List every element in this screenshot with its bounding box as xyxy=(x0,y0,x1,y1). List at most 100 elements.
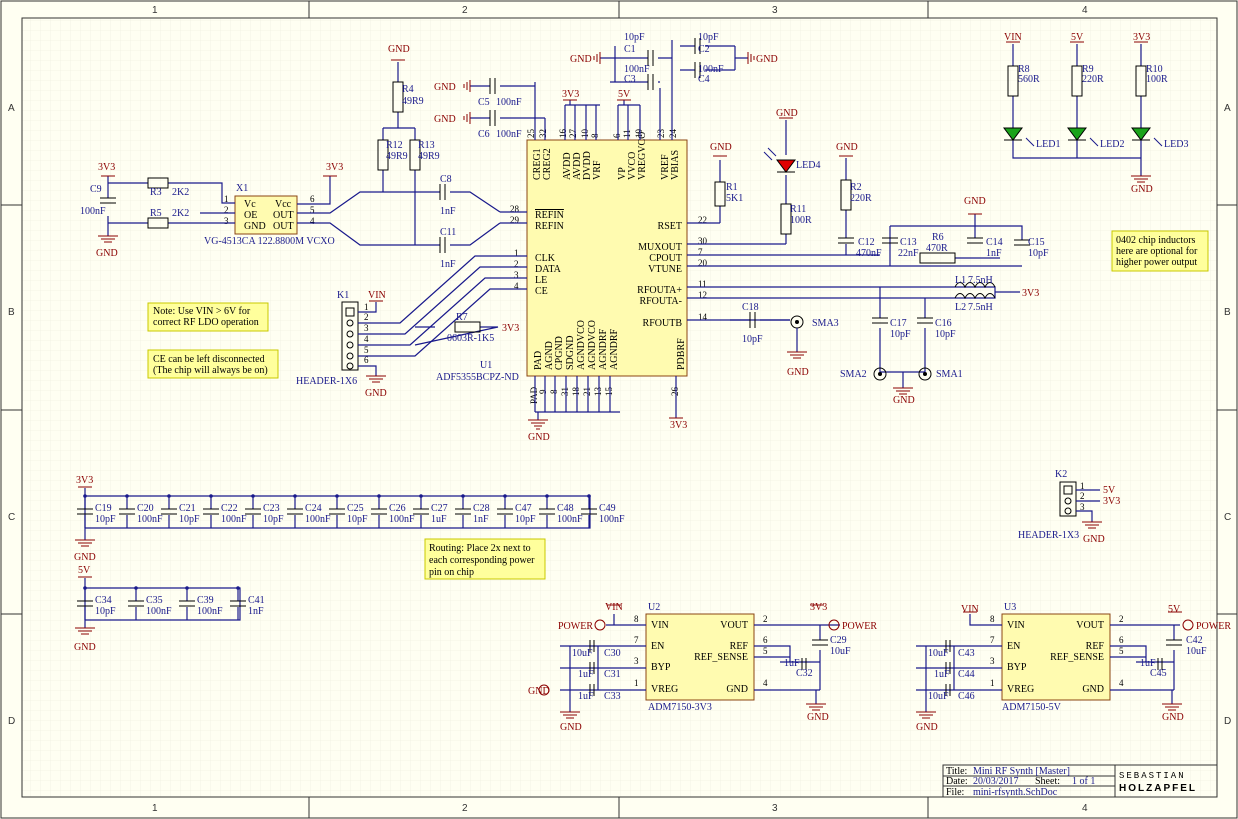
note-inductor-line1: 0402 chip inductors xyxy=(1116,235,1196,246)
cap-value: 100nF xyxy=(389,514,415,525)
note-inductor-line3: higher power output xyxy=(1116,257,1197,268)
cap-ref: C26 xyxy=(389,503,406,514)
row-c-left: C xyxy=(8,512,15,523)
l1-ref: L1 xyxy=(955,275,966,286)
u1-num-8b: 8 xyxy=(549,389,559,394)
u1-bottom-pin-numbers: PAD 9 8 31 18 21 13 15 26 xyxy=(529,386,680,404)
c13-value: 22nF xyxy=(898,248,919,259)
u1-pin-pdbrf: PDBRF xyxy=(676,338,687,370)
r9-value: 220R xyxy=(1082,74,1104,85)
u3-pin-numbers: 8 7 3 1 2 6 5 4 xyxy=(990,614,1124,688)
k1-wiring xyxy=(358,255,500,376)
k1-num-1: 1 xyxy=(364,302,369,312)
r2-ref: R2 xyxy=(850,182,862,193)
date-value: 20/03/2017 xyxy=(973,776,1019,787)
u1-pin-rset: RSET xyxy=(658,221,682,232)
u1-top-pins: CREG1 CREG2 AVDD AVDD DVDD VRF VP VVCO V… xyxy=(532,132,681,180)
u1-top-pin-numbers: 25 32 16 27 10 8 6 11 19 23 24 xyxy=(526,129,678,139)
x1-chip-body[interactable] xyxy=(234,195,298,235)
col-3-top: 3 xyxy=(772,5,778,16)
note-ce: CE can be left disconnected (The chip wi… xyxy=(147,349,279,379)
c16-ref: C16 xyxy=(935,318,952,329)
u3-num-4: 4 xyxy=(1119,678,1124,688)
k1-num-3: 3 xyxy=(364,323,369,333)
u1-num-22: 22 xyxy=(698,215,707,225)
x1-ref: X1 xyxy=(236,183,248,194)
u3-num-5: 5 xyxy=(1119,646,1124,656)
col-2-bottom: 2 xyxy=(462,803,468,814)
k2-gnd-label: GND xyxy=(1083,534,1105,545)
x1-pin-gnd: GND xyxy=(244,221,266,232)
x1-pins: Vc OE GND Vcc OUT OUT xyxy=(244,199,294,232)
u2-gnd-label: GND xyxy=(560,722,582,733)
r10-ref: R10 xyxy=(1146,64,1163,75)
cap-value: 10pF xyxy=(347,514,368,525)
c44-ref: C44 xyxy=(958,669,975,680)
u1-chip-body[interactable] xyxy=(526,139,688,377)
cap-ref: C27 xyxy=(431,503,448,514)
c18-ref: C18 xyxy=(742,302,759,313)
rset-muxout-block: GND GND R1 5K1 R11 100R LED4 xyxy=(710,108,820,244)
u1-pin-dvdd: DVDD xyxy=(582,151,593,180)
u1-5v-label: 5V xyxy=(618,89,631,100)
c16-value: 10pF xyxy=(935,329,956,340)
u1-pin-rfouta-n: RFOUTA- xyxy=(639,296,682,307)
c3-ref: C3 xyxy=(624,74,636,85)
r6-ref: R6 xyxy=(932,232,944,243)
c6-gnd-label: GND xyxy=(434,114,456,125)
bank5v-label: 5V xyxy=(78,565,91,576)
cap-value: 100nF xyxy=(599,514,625,525)
l1-value: 7.5nH xyxy=(968,275,993,286)
c14-ref: C14 xyxy=(986,237,1003,248)
led1-ref: LED1 xyxy=(1036,139,1060,150)
u2-part: ADM7150-3V3 xyxy=(648,702,712,713)
u1-pin-agndvco1: AGNDVCO xyxy=(576,320,587,370)
k2-body[interactable] xyxy=(1059,481,1077,517)
cap-ref: C48 xyxy=(557,503,574,514)
c2-gnd-label: GND xyxy=(756,54,778,65)
r4-ref: R4 xyxy=(402,84,414,95)
r13-ref: R13 xyxy=(418,140,435,151)
c46-value: 10uF xyxy=(928,691,949,702)
k1-num-5: 5 xyxy=(364,345,369,355)
r10-3v3-label: 3V3 xyxy=(1133,32,1150,43)
u2-power-in-label: POWER xyxy=(558,621,593,632)
cap-value: 100nF xyxy=(146,606,172,617)
c44-value: 1uF xyxy=(934,669,950,680)
r2-value: 220R xyxy=(850,193,872,204)
x1-num-1: 1 xyxy=(224,194,229,204)
k2-num-3: 3 xyxy=(1080,502,1085,512)
u2-pin-vin: VIN xyxy=(651,620,669,631)
u1-3v3-label: 3V3 xyxy=(562,89,579,100)
c1-value: 10pF xyxy=(624,32,645,43)
cap-ref: C23 xyxy=(263,503,280,514)
u1-num-3: 3 xyxy=(514,270,519,280)
k1-gnd-label: GND xyxy=(365,388,387,399)
c12-ref: C12 xyxy=(858,237,875,248)
c5-gnd-label: GND xyxy=(434,82,456,93)
c17-ref: C17 xyxy=(890,318,907,329)
x1-num-4: 4 xyxy=(310,216,315,226)
r10-value: 100R xyxy=(1146,74,1168,85)
r1-value: 5K1 xyxy=(726,193,743,204)
u3-pin-en: EN xyxy=(1007,641,1020,652)
title-value: Mini RF Synth [Master] xyxy=(973,766,1070,777)
u2-num-7: 7 xyxy=(634,635,639,645)
row-b-left: B xyxy=(8,307,15,318)
x1-3v3-label: 3V3 xyxy=(326,162,343,173)
c6-ref: C6 xyxy=(478,129,490,140)
k1-body[interactable] xyxy=(341,301,359,371)
cap-value: 1uF xyxy=(431,514,447,525)
c4-ref: C4 xyxy=(698,74,710,85)
u3-chip-body[interactable] xyxy=(1001,613,1111,701)
u3-pins: VIN EN BYP VREG VOUT REF REF_SENSE GND xyxy=(1007,620,1104,695)
u2-chip-body[interactable] xyxy=(645,613,755,701)
u2-num-4: 4 xyxy=(763,678,768,688)
c9-gnd-label: GND xyxy=(96,248,118,259)
note-routing-line1: Routing: Place 2x next to xyxy=(429,543,531,554)
